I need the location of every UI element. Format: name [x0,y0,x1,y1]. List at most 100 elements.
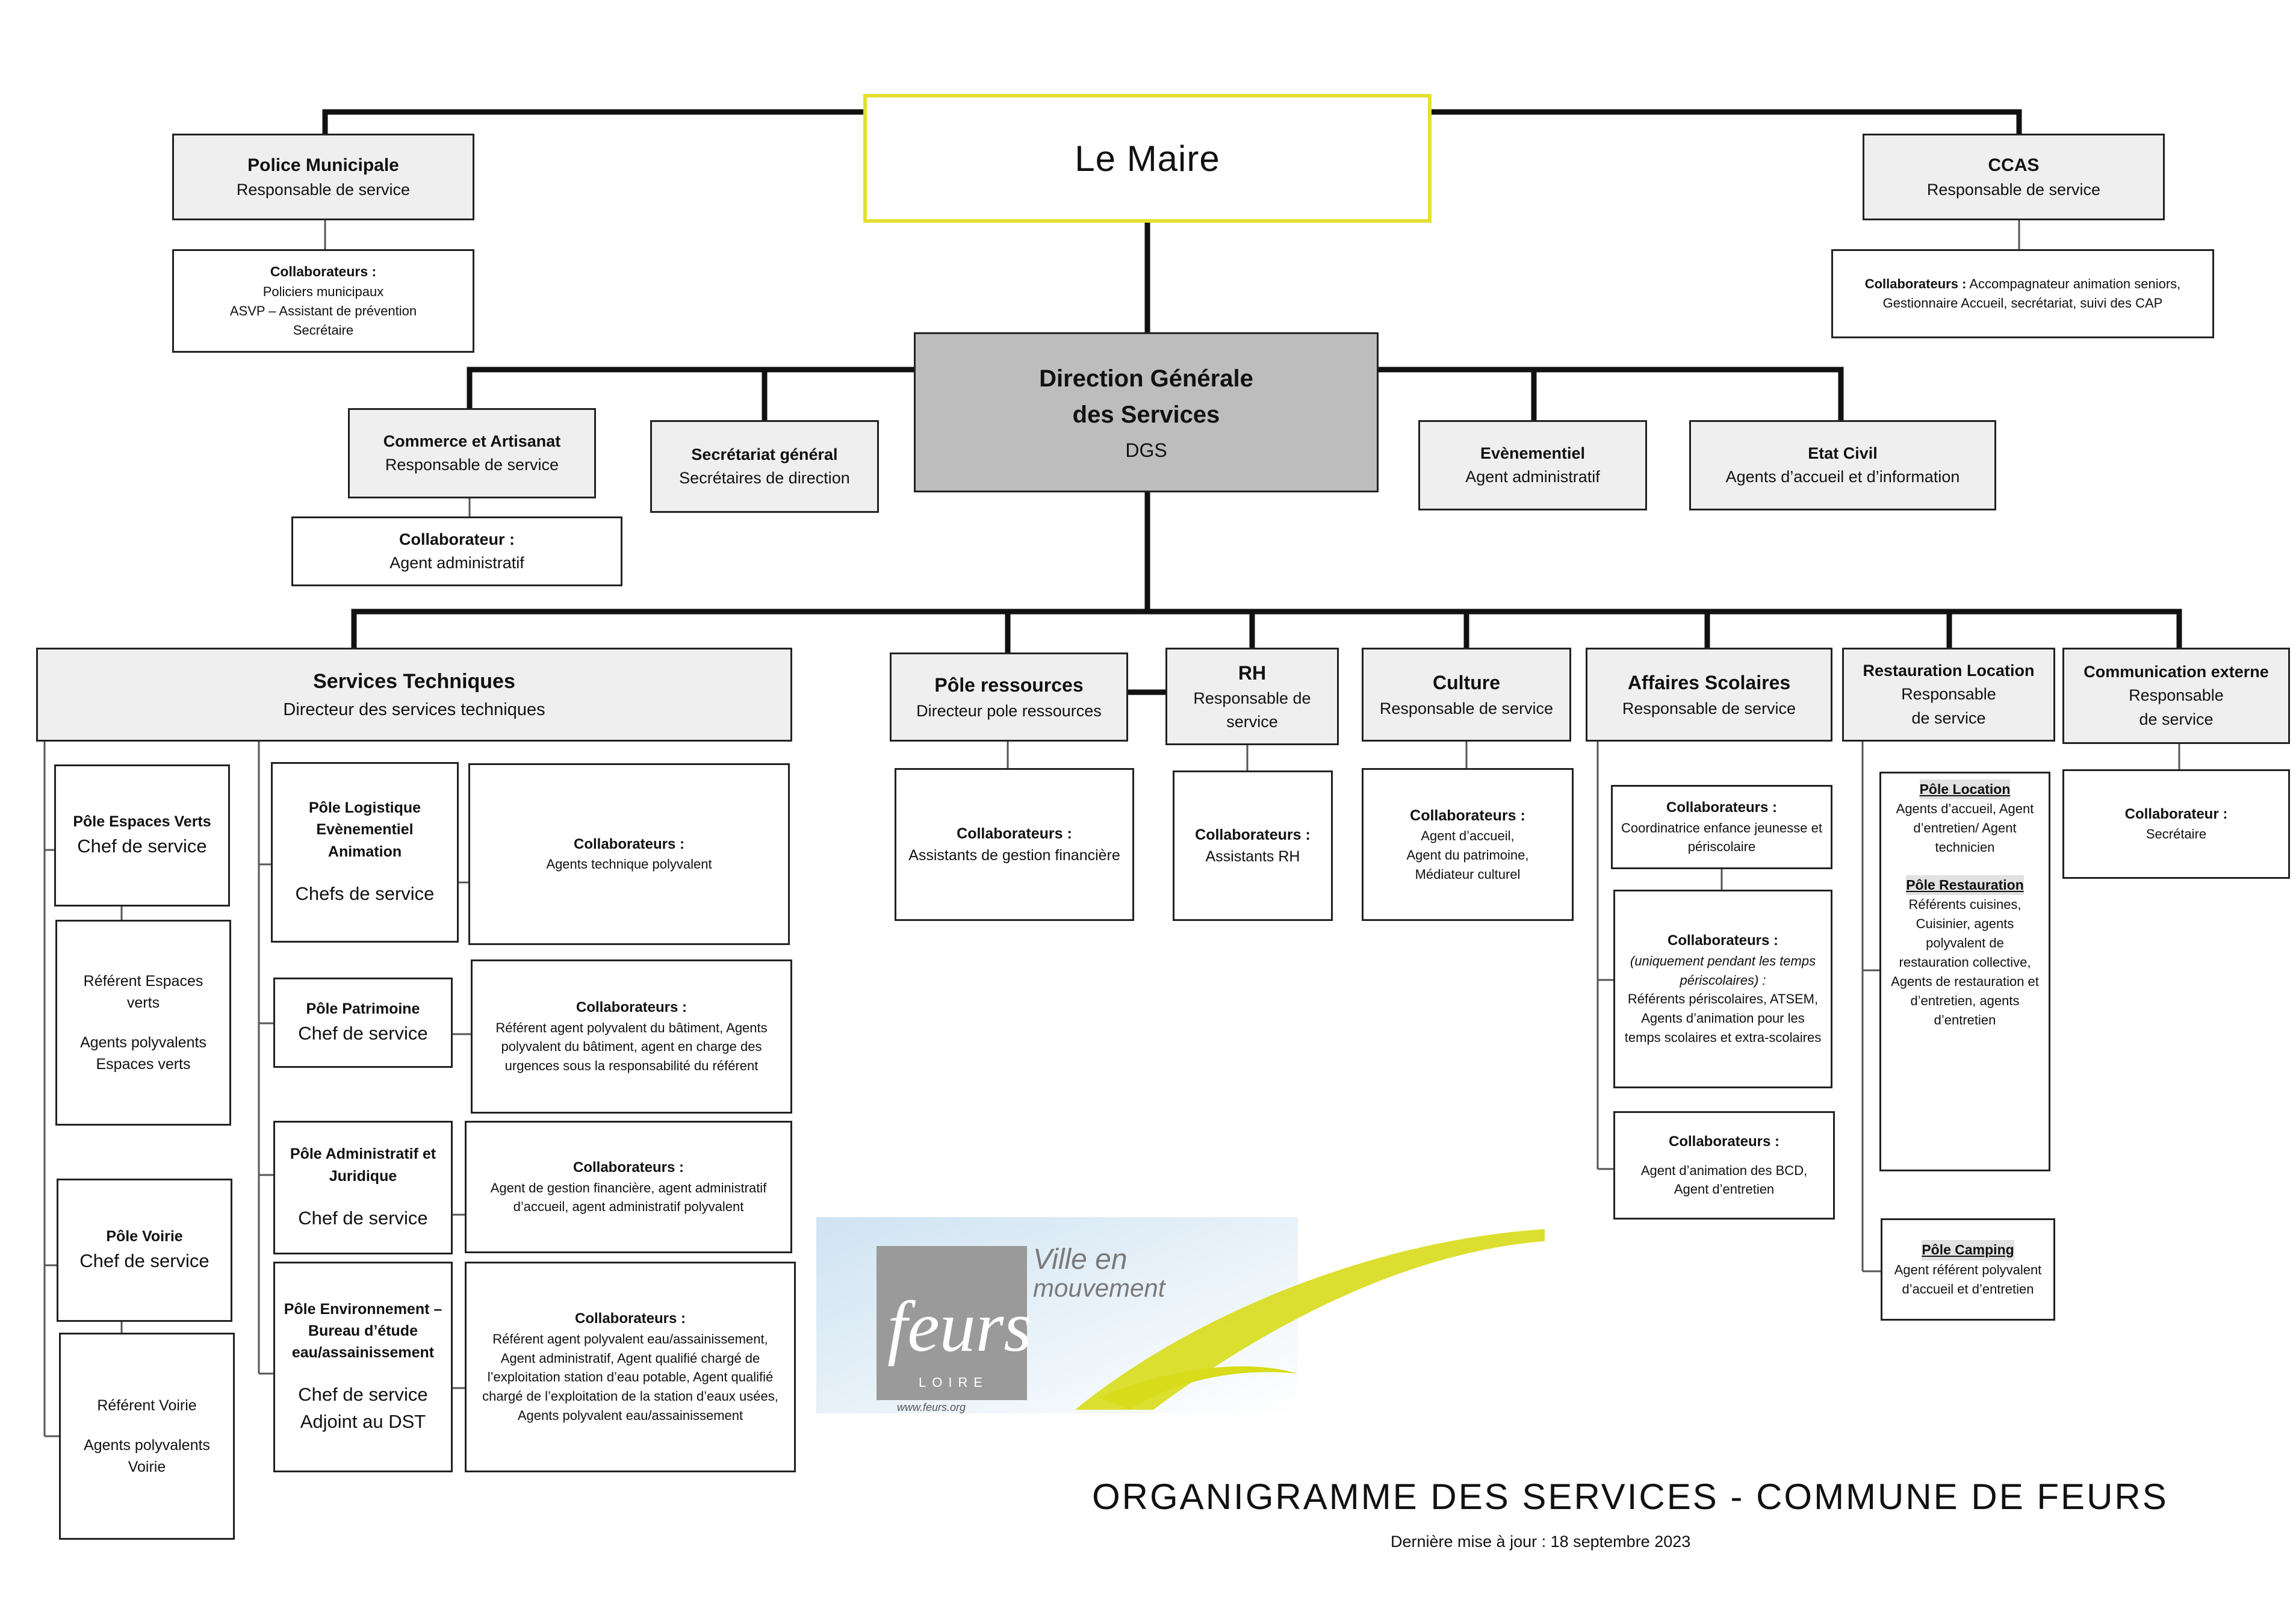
etat-civil-sub: Agents d’accueil et d’information [1725,468,1960,486]
pole-camping-label: Pôle Camping [1922,1240,2014,1260]
maire-box: Le Maire [863,94,1432,223]
communication-sub1: Responsable [2129,686,2224,705]
commerce-title: Commerce et Artisanat [383,432,561,450]
pole-restauration-agents: Référents cuisines, Cuisinier, agents po… [1891,897,2039,1028]
environnement-collab-box: Collaborateurs : Référent agent polyvale… [465,1262,796,1472]
services-techniques-title: Services Techniques [313,670,515,693]
secretariat-box: Secrétariat général Secrétaires de direc… [650,420,879,513]
pole-camping-box: Pôle Camping Agent référent polyvalent d… [1881,1218,2055,1321]
ccas-collab-box: Collaborateurs : Accompagnateur animatio… [1831,249,2214,338]
pole-restauration-label: Pôle Restauration [1906,875,2024,896]
maire-title: Le Maire [1075,138,1220,179]
culture-sub: Responsable de service [1379,699,1554,718]
communication-collab-box: Collaborateur : Secrétaire [2062,769,2290,879]
rh-box: RH Responsable de service [1165,648,1339,745]
communication-collab: Secrétaire [2146,826,2207,842]
espaces-verts-agents: Agents polyvalents Espaces verts [80,1034,206,1073]
restauration-poles-box: Pôle Location Agents d’accueil, Agent d’… [1879,772,2050,1171]
scolaires-c2: Référents périscolaires, ATSEM, Agents d… [1624,991,1822,1046]
patrimoine-collab-box: Collaborateurs : Référent agent polyvale… [471,959,792,1114]
environnement-collab: Référent agent polyvalent eau/assainisse… [482,1331,778,1424]
scolaires-collab3-box: Collaborateurs : Agent d’animation des B… [1613,1111,1835,1220]
scolaires-c3: Agent d’animation des BCD, Agent d’entre… [1640,1162,1808,1197]
ccas-title: CCAS [1988,155,2040,175]
logo-loire: LOIRE [919,1375,988,1390]
ressources-collab-label: Collaborateurs : [957,825,1072,842]
logo-url: www.feurs.org [897,1401,966,1413]
police-title: Police Municipale [247,155,399,175]
administratif-collab: Agent de gestion financière, agent admin… [490,1180,767,1215]
communication-title: Communication externe [2083,663,2269,681]
espaces-verts-title: Pôle Espaces Verts [73,813,211,831]
pole-location-agents: Agents d’accueil, Agent d’entretien/ Age… [1896,801,2034,855]
rh-sub: Responsable de service [1193,689,1311,731]
ccas-collab-label: Collaborateurs : [1864,276,1967,292]
scolaires-box: Affaires Scolaires Responsable de servic… [1586,648,1832,742]
culture-collab-item: Agent du patrimoine, [1406,848,1529,863]
restauration-sub2: de service [1911,708,1986,727]
logistique-box: Pôle Logistique Evènementiel Animation C… [271,762,459,943]
scolaires-c1-label: Collaborateurs : [1666,799,1778,816]
police-collab-box: Collaborateurs : Policiers municipaux AS… [172,249,474,353]
evenementiel-sub: Agent administratif [1465,468,1600,486]
rh-title: RH [1238,662,1267,684]
police-sub: Responsable de service [236,181,411,199]
police-collab-item: Policiers municipaux [262,284,384,299]
commerce-collab-label: Collaborateur : [399,530,515,548]
dgs-sub: DGS [1125,439,1167,461]
voirie-agents: Agents polyvalents Voirie [84,1436,210,1476]
communication-collab-label: Collaborateur : [2124,805,2228,822]
scolaires-c1: Coordinatrice enfance jeunesse et périsc… [1621,820,1822,855]
restauration-title: Restauration Location [1863,662,2035,680]
scolaires-c3-label: Collaborateurs : [1668,1133,1780,1150]
ressources-sub: Directeur pole ressources [916,701,1102,720]
scolaires-c2-label: Collaborateurs : [1667,932,1779,949]
evenementiel-title: Evènementiel [1480,444,1586,462]
dgs-line2: des Services [1072,401,1220,428]
dgs-line1: Direction Générale [1039,365,1253,392]
logistique-collab: Agents technique polyvalent [546,857,712,872]
restauration-box: Restauration Location Responsable de ser… [1842,648,2055,742]
secretariat-sub: Secrétaires de direction [679,469,850,487]
patrimoine-title: Pôle Patrimoine [306,1000,420,1018]
dgs-box: Direction Générale des Services DGS [914,332,1379,492]
scolaires-collab2-box: Collaborateurs : (uniquement pendant les… [1613,890,1832,1088]
rh-collab: Assistants RH [1205,848,1300,865]
communication-sub2: de service [2139,710,2214,728]
rh-collab-box: Collaborateurs : Assistants RH [1173,770,1333,921]
culture-collab-label: Collaborateurs : [1410,807,1525,825]
culture-box: Culture Responsable de service [1362,648,1571,742]
feurs-logo: feurs LOIRE Ville en mouvement www.feurs… [816,1217,1545,1413]
logistique-collab-box: Collaborateurs : Agents technique polyva… [468,763,790,945]
culture-collab-box: Collaborateurs : Agent d’accueil, Agent … [1362,768,1574,921]
espaces-verts-agents-box: Référent Espaces verts Agents polyvalent… [55,920,231,1126]
etat-civil-box: Etat Civil Agents d’accueil et d’informa… [1689,420,1996,510]
pole-camping-agents: Agent référent polyvalent d’accueil et d… [1894,1262,2042,1297]
scolaires-title: Affaires Scolaires [1627,672,1791,694]
logistique-collab-label: Collaborateurs : [573,835,685,852]
footer-title: ORGANIGRAMME DES SERVICES - COMMUNE DE F… [1092,1477,2168,1517]
ccas-box: CCAS Responsable de service [1863,134,2165,220]
logo-brand: feurs [887,1286,1032,1366]
scolaires-c2-italic: (uniquement pendant les temps périscolai… [1630,953,1816,988]
police-collab-item: Secrétaire [293,322,354,338]
environnement-box: Pôle Environnement – Bureau d’étude eau/… [273,1262,453,1472]
commerce-box: Commerce et Artisanat Responsable de ser… [348,408,596,498]
administratif-collab-box: Collaborateurs : Agent de gestion financ… [465,1121,792,1253]
ccas-collab-text: Accompagnateur animation seniors, [1969,276,2181,292]
police-collab-item: ASVP – Assistant de prévention [229,303,417,318]
culture-collab-item: Agent d’accueil, [1421,828,1515,844]
ccas-collab-line2: Gestionnaire Accueil, secrétariat, suivi… [1882,296,2163,311]
patrimoine-collab-label: Collaborateurs : [576,999,687,1015]
footer-date: Dernière mise à jour : 18 septembre 2023 [1391,1533,1691,1551]
environnement-sub2: Adjoint au DST [300,1411,426,1433]
services-techniques-sub: Directeur des services techniques [283,699,545,719]
administratif-box: Pôle Administratif et Juridique Chef de … [273,1121,453,1254]
administratif-collab-label: Collaborateurs : [572,1159,684,1176]
etat-civil-title: Etat Civil [1808,444,1878,462]
voirie-sub: Chef de service [79,1250,209,1271]
commerce-collab-box: Collaborateur : Agent administratif [291,516,622,586]
ressources-box: Pôle ressources Directeur pole ressource… [890,652,1128,742]
ressources-title: Pôle ressources [934,674,1084,696]
